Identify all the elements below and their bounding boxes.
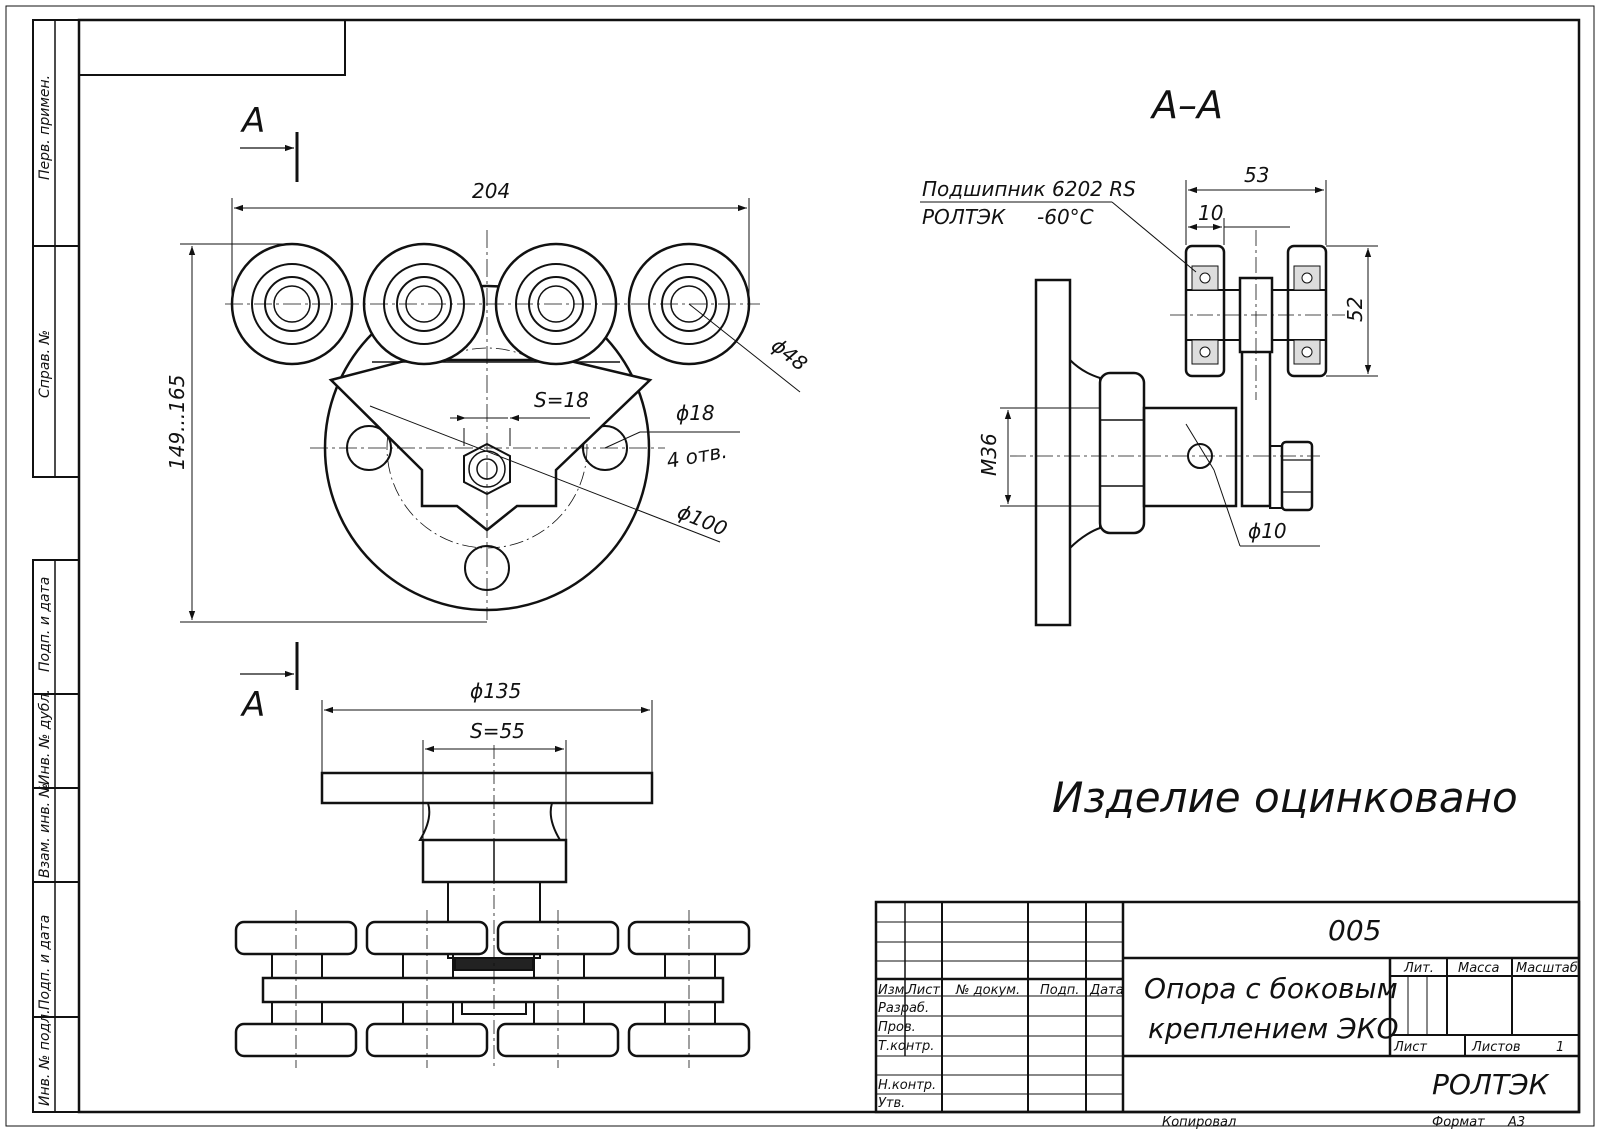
company-name: РОЛТЭК	[1432, 1068, 1550, 1101]
title-block-text: 005 Опора с боковым креплением ЭКО Изм. …	[878, 914, 1578, 1130]
side-stamp-labels: Перв. примен. Справ. № Подп. и дата Инв.…	[37, 75, 53, 1106]
side-label-inv-dubl: Инв. № дубл.	[37, 689, 53, 785]
col-list: Лист	[906, 983, 940, 998]
copied-label: Копировал	[1162, 1115, 1236, 1130]
bottom-view	[234, 745, 751, 1070]
bottom-view-dimensions	[321, 700, 653, 840]
finish-note: Изделие оцинковано	[1052, 773, 1518, 822]
front-view-dimensions	[180, 198, 801, 623]
section-title: А–А	[1149, 83, 1223, 127]
sheets-label: Листов	[1471, 1040, 1521, 1055]
product-name-line2: креплением ЭКО	[1148, 1012, 1399, 1045]
dim-bottom-nut: S=55	[470, 719, 525, 743]
side-label-inv-podl: Инв. № подл.	[37, 1009, 53, 1106]
section-mark-bottom: А	[240, 685, 265, 725]
col-sign: Подп.	[1040, 983, 1079, 998]
dim-front-nut: S=18	[534, 388, 589, 412]
row-tkontr: Т.контр.	[878, 1039, 934, 1054]
dim-section-hole: ϕ10	[1248, 519, 1287, 543]
format-value: А3	[1507, 1115, 1525, 1130]
dim-section-width: 53	[1244, 163, 1269, 187]
section-marks	[240, 132, 299, 690]
dim-wheel-diameter: ϕ48	[767, 333, 812, 376]
front-view	[225, 230, 760, 620]
lit-label: Лит.	[1403, 961, 1434, 976]
section-view-dimensions	[920, 180, 1378, 547]
section-view	[1010, 230, 1345, 627]
side-label-podp-data-2: Подп. и дата	[37, 915, 53, 1010]
dim-thread: М36	[977, 433, 1001, 476]
section-mark-top: А	[240, 101, 265, 141]
dim-plate-diameter: ϕ135	[470, 679, 521, 703]
scale-label: Масштаб	[1516, 961, 1578, 976]
format-label: Формат	[1432, 1115, 1485, 1130]
bearing-hatching	[1191, 265, 1321, 365]
designation: 005	[1328, 914, 1381, 947]
mass-label: Масса	[1458, 961, 1499, 976]
title-block	[874, 900, 1581, 1114]
sheets-value: 1	[1556, 1040, 1564, 1055]
dim-hole-diameter: ϕ18	[676, 401, 715, 425]
dim-front-height: 149...165	[165, 375, 189, 470]
side-label-vzam-inv: Взам. инв. №	[37, 783, 53, 878]
dim-bearing-width: 10	[1198, 201, 1223, 225]
side-label-podp-data-1: Подп. и дата	[37, 577, 53, 672]
bearing-maker-temp: РОЛТЭК -60°С	[922, 205, 1094, 229]
dim-holes-count: 4 отв.	[665, 439, 729, 473]
col-doc-no: № докум.	[955, 983, 1020, 998]
row-prov: Пров.	[878, 1020, 916, 1035]
col-date: Дата	[1089, 983, 1124, 998]
sheet-label: Лист	[1393, 1040, 1427, 1055]
bearing-label: Подшипник 6202 RS	[922, 177, 1136, 201]
row-razrab: Разраб.	[878, 1001, 929, 1016]
side-label-perv-primen: Перв. примен.	[37, 75, 53, 180]
col-izm: Изм.	[878, 983, 909, 998]
row-utv: Утв.	[878, 1096, 905, 1111]
product-name-line1: Опора с боковым	[1144, 972, 1398, 1005]
dim-front-width: 204	[472, 179, 510, 203]
side-label-sprav-no: Справ. №	[37, 330, 53, 398]
sheet-frame	[5, 5, 1595, 1127]
dim-section-height: 52	[1343, 297, 1367, 322]
row-nkontr: Н.контр.	[878, 1078, 936, 1093]
